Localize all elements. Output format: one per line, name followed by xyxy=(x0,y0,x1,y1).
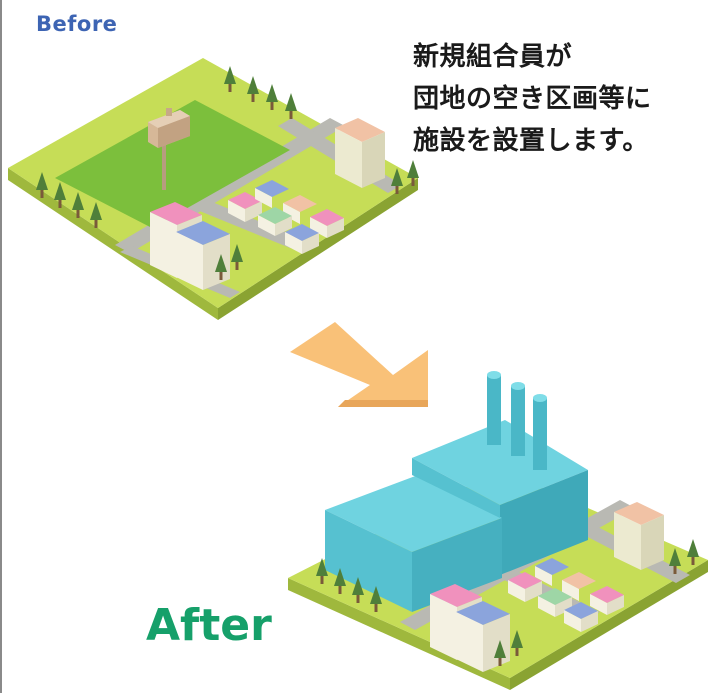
caption-line-1: 新規組合員が xyxy=(413,42,573,72)
caption-text: 新規組合員が 団地の空き区画等に 施設を設置します。 xyxy=(413,36,705,162)
houses-icon xyxy=(508,558,624,632)
caption-line-2: 団地の空き区画等に xyxy=(413,84,652,114)
apartment-icon xyxy=(150,202,230,290)
chimney-icon xyxy=(487,371,547,470)
building-icon xyxy=(335,118,385,188)
building-icon xyxy=(614,502,664,570)
after-label: After xyxy=(146,600,272,651)
before-label: Before xyxy=(36,12,118,36)
houses-icon xyxy=(228,180,344,254)
after-scene xyxy=(288,371,708,690)
before-scene xyxy=(8,58,419,320)
down-right-arrow-icon xyxy=(290,322,428,407)
factory-icon xyxy=(325,371,588,612)
signboard-icon xyxy=(148,108,190,190)
caption-line-3: 施設を設置します。 xyxy=(413,126,649,156)
